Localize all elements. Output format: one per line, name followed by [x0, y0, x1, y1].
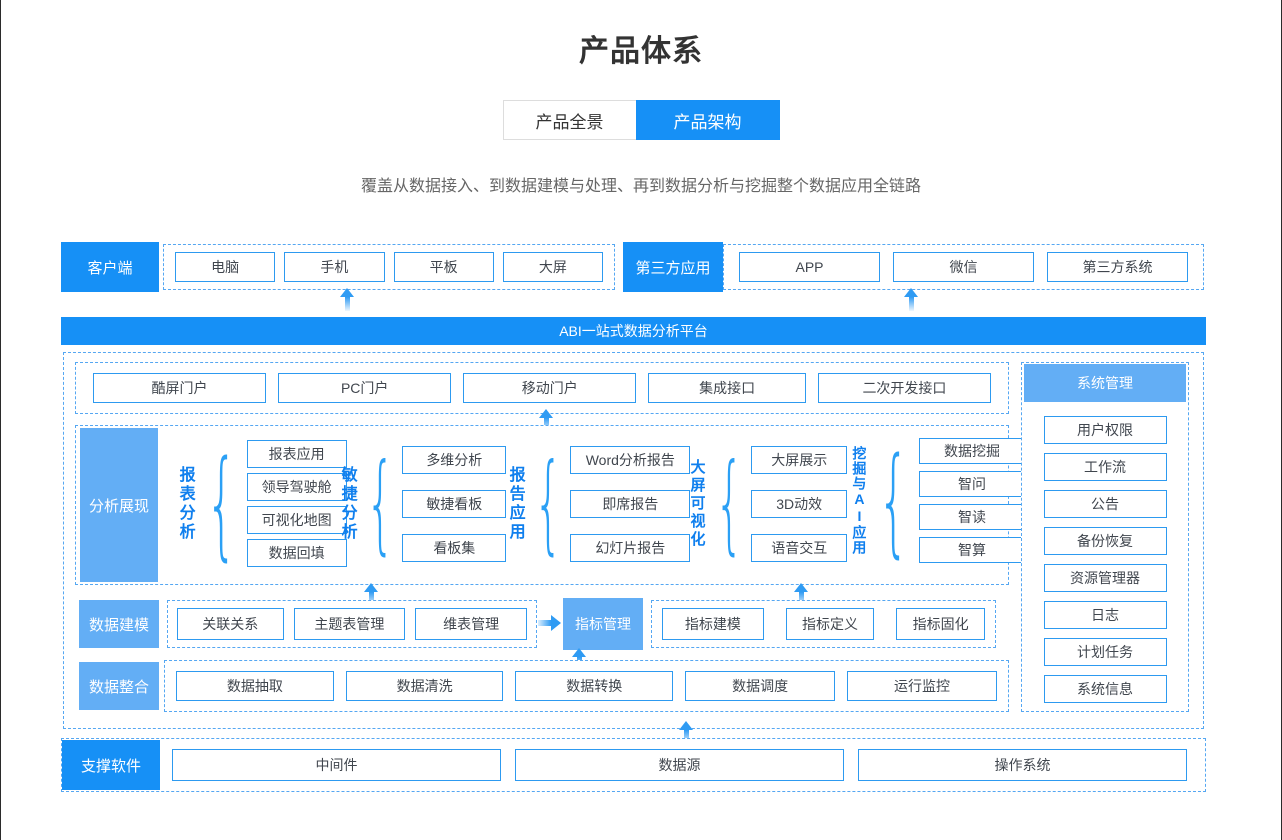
group-name: 挖掘与AI应用 [851, 446, 868, 555]
integration-item: 数据转换 [515, 671, 674, 701]
integration-item: 数据抽取 [176, 671, 334, 701]
group-name: 敏捷分析 [338, 466, 356, 542]
support-item: 数据源 [515, 749, 844, 781]
modeling-item: 主题表管理 [293, 608, 406, 640]
client-item: 电脑 [175, 252, 276, 282]
tab-bar: 产品全景 产品架构 [1, 100, 1281, 140]
brace-icon: { [714, 441, 744, 567]
analysis-item: 敏捷看板 [402, 490, 507, 518]
integration-item: 数据清洗 [345, 671, 504, 701]
support-row: 支撑软件 中间件 数据源 操作系统 [61, 738, 1206, 792]
modeling-left-group: 关联关系 主题表管理 维表管理 [167, 600, 537, 648]
group-name: 报表分析 [176, 465, 194, 542]
up-arrow-icon [904, 288, 918, 311]
portal-item: PC门户 [278, 373, 452, 403]
client-item: 平板 [393, 252, 494, 282]
analysis-section: 分析展现 报表分析 { 报表应用 领导驾驶舱 可视化地图 数据回填 敏捷分析 {… [75, 425, 1025, 585]
up-arrow-icon [679, 721, 693, 744]
third-party-label: 第三方应用 [623, 242, 723, 292]
modeling-item: 关联关系 [177, 608, 284, 640]
analysis-item: 大屏展示 [751, 446, 848, 474]
brace-icon: { [533, 441, 563, 567]
analysis-item: 语音交互 [751, 534, 848, 562]
up-arrow-icon [794, 583, 808, 606]
portal-item: 酷屏门户 [93, 373, 267, 403]
modeling-right-group: 指标建模 指标定义 指标固化 [651, 600, 996, 648]
brace-icon: { [365, 441, 395, 567]
modeling-label: 数据建模 [79, 600, 159, 648]
platform-banner: ABI一站式数据分析平台 [61, 317, 1206, 345]
analysis-group-bigscreen: 大屏可视化 { 大屏展示 3D动效 语音交互 [688, 441, 848, 567]
analysis-item: 数据挖掘 [919, 438, 1025, 464]
group-name: 报告应用 [506, 466, 524, 542]
metric-item: 指标建模 [662, 608, 764, 640]
system-item: 公告 [1043, 490, 1167, 518]
analysis-item: 看板集 [402, 534, 507, 562]
tab-product-panorama[interactable]: 产品全景 [502, 100, 636, 140]
system-management-label: 系统管理 [1024, 364, 1186, 402]
analysis-item: 3D动效 [751, 490, 848, 518]
portal-row: 酷屏门户 PC门户 移动门户 集成接口 二次开发接口 [75, 362, 1009, 414]
analysis-item: 可视化地图 [246, 506, 347, 534]
analysis-item: 报表应用 [246, 440, 347, 468]
system-item: 日志 [1043, 601, 1167, 629]
third-party-item: 第三方系统 [1047, 252, 1188, 282]
metric-item: 指标定义 [785, 608, 875, 640]
analysis-item: 幻灯片报告 [570, 534, 691, 562]
brace-icon: { [878, 431, 910, 570]
client-label: 客户端 [61, 242, 159, 292]
metric-management-block: 指标管理 [563, 598, 643, 650]
analysis-item: 即席报告 [570, 490, 691, 518]
integration-item: 数据调度 [685, 671, 836, 701]
tab-product-architecture[interactable]: 产品架构 [635, 100, 780, 140]
analysis-group-agile: 敏捷分析 { 多维分析 敏捷看板 看板集 [338, 441, 507, 567]
analysis-item: 数据回填 [246, 539, 347, 567]
analysis-group-ai: 挖掘与AI应用 { 数据挖掘 智问 智读 智算 [851, 431, 1025, 570]
analysis-group-report: 报表分析 { 报表应用 领导驾驶舱 可视化地图 数据回填 [176, 440, 347, 567]
third-party-item: APP [739, 252, 880, 282]
system-item: 工作流 [1043, 453, 1167, 481]
portal-item: 二次开发接口 [817, 373, 991, 403]
analysis-item: Word分析报告 [570, 446, 691, 474]
support-item: 中间件 [172, 749, 501, 781]
analysis-group-report-app: 报告应用 { Word分析报告 即席报告 幻灯片报告 [506, 441, 691, 567]
analysis-item: 领导驾驶舱 [246, 473, 347, 501]
analysis-item: 多维分析 [402, 446, 507, 474]
system-item: 备份恢复 [1043, 527, 1167, 555]
client-item: 手机 [284, 252, 385, 282]
analysis-item: 智算 [919, 537, 1025, 563]
group-name: 大屏可视化 [688, 459, 706, 549]
system-management-column: 系统管理 用户权限 工作流 公告 备份恢复 资源管理器 日志 计划任务 系统信息 [1021, 362, 1189, 712]
support-label: 支撑软件 [62, 740, 160, 790]
client-item: 大屏 [502, 252, 603, 282]
up-arrow-icon [340, 288, 354, 311]
page-title: 产品体系 [579, 35, 703, 68]
system-item: 资源管理器 [1043, 564, 1167, 592]
system-item: 系统信息 [1043, 675, 1167, 703]
support-item: 操作系统 [858, 749, 1187, 781]
third-party-group: APP 微信 第三方系统 [723, 244, 1204, 290]
third-party-item: 微信 [893, 252, 1034, 282]
architecture-diagram: 客户端 电脑 手机 平板 大屏 第三方应用 APP 微信 第三方系统 ABI一站… [61, 242, 1206, 794]
integration-group: 数据抽取 数据清洗 数据转换 数据调度 运行监控 [164, 660, 1009, 712]
brace-icon: { [205, 434, 237, 573]
portal-item: 移动门户 [463, 373, 637, 403]
integration-label: 数据整合 [79, 662, 159, 710]
portal-item: 集成接口 [648, 373, 806, 403]
analysis-label: 分析展现 [80, 428, 158, 582]
right-arrow-icon [538, 615, 561, 631]
page-subtitle: 覆盖从数据接入、到数据建模与处理、再到数据分析与挖掘整个数据应用全链路 [360, 178, 921, 195]
analysis-item: 智问 [919, 471, 1025, 497]
system-item: 用户权限 [1043, 416, 1167, 444]
client-group: 电脑 手机 平板 大屏 [163, 244, 615, 290]
modeling-item: 维表管理 [415, 608, 527, 640]
integration-item: 运行监控 [847, 671, 997, 701]
system-item: 计划任务 [1043, 638, 1167, 666]
up-arrow-icon [364, 583, 378, 606]
analysis-item: 智读 [919, 504, 1025, 530]
metric-item: 指标固化 [896, 608, 986, 640]
